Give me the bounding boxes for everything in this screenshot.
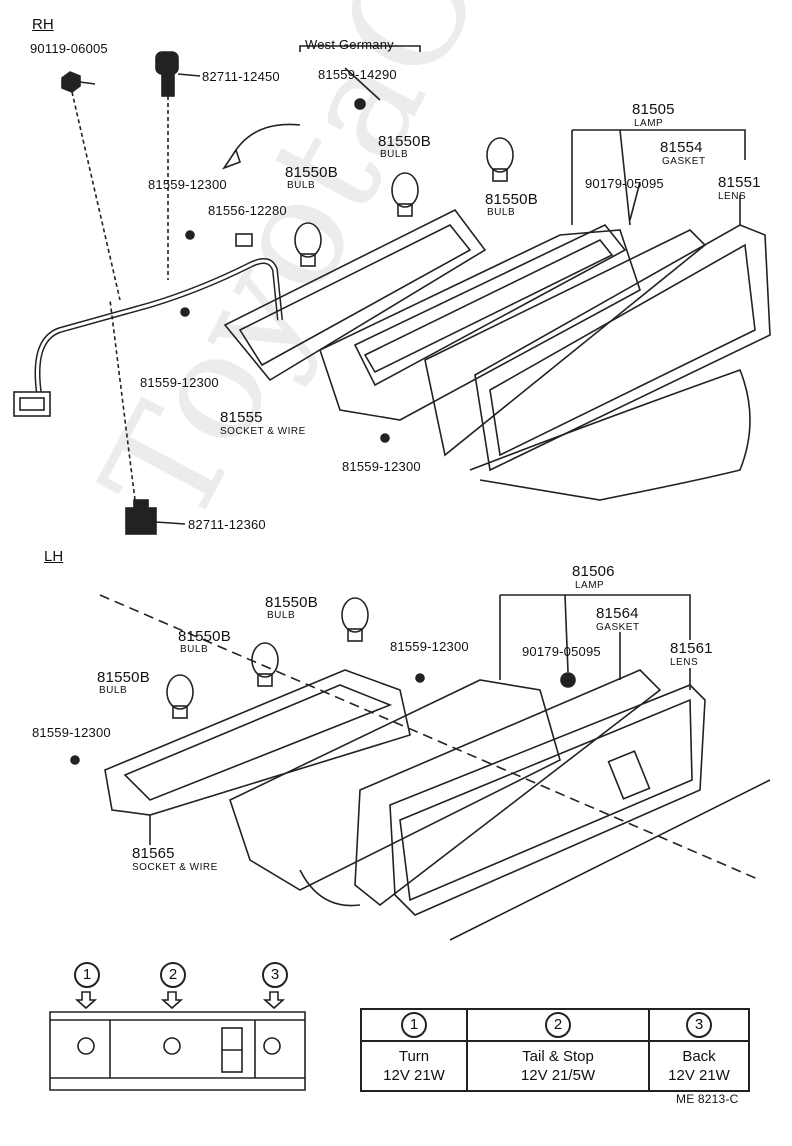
part-no-bulb: 81550B [285,164,338,181]
clip-icon [235,233,253,247]
socket-icon [155,51,179,97]
part-no-bulb: 81550B [265,594,318,611]
screw-icon [354,98,366,110]
screw-icon [415,673,425,683]
part-name-lens: LENS [670,657,699,668]
screw-icon [380,433,390,443]
figure-code: ME 8213-C [676,1092,739,1106]
part-name-bulb: BULB [487,207,516,218]
part-name-lamp: LAMP [634,118,664,129]
socket-plate [223,208,487,382]
part-no-lamp: 81506 [572,563,615,580]
part-no-nut: 90179-05095 [522,644,601,659]
bulb-icon [294,222,322,267]
part-no-screw: 81559-12300 [390,639,469,654]
part-no-screw: 81559-12300 [148,177,227,192]
part-name-socket-wire: SOCKET & WIRE [220,426,306,437]
part-name-gasket: GASKET [596,622,640,633]
part-no-nut: 90179-05095 [585,176,664,191]
nut-icon [560,672,576,688]
callout-3: 3 [260,962,290,988]
screw-icon [61,71,96,93]
part-no-lamp: 81505 [632,101,675,118]
lens [389,684,706,916]
part-no-screw: 81559-14290 [318,67,397,82]
bulb-icon [251,642,279,687]
section-lh: LH [44,548,64,565]
part-name-bulb: BULB [267,610,296,621]
lamp-housing [229,679,561,891]
part-no-bulb: 81550B [485,191,538,208]
part-no-bulb: 81550B [97,669,150,686]
socket-icon [125,499,157,535]
bulb-icon [166,674,194,719]
part-no-socket: 82711-12360 [188,517,266,532]
part-no-socket-wire: 81565 [132,845,175,862]
part-no-screw: 81559-12300 [342,459,421,474]
socket-plate [104,669,411,816]
arrow-down-icon [74,991,286,1010]
part-name-bulb: BULB [99,685,128,696]
part-name-socket-wire: SOCKET & WIRE [132,862,218,873]
lamp-housing [319,229,641,421]
body-outline [449,779,771,941]
part-no-screw: 81559-12300 [140,375,219,390]
note-west-germany: West Germany [305,37,394,52]
bulb-icon [341,597,369,642]
part-name-bulb: BULB [380,149,409,160]
gasket [354,669,662,907]
table-cell: 2 [466,1008,650,1042]
screw-icon [185,230,195,240]
callout-1: 1 [72,962,102,988]
table-cell: 1 [360,1008,468,1042]
table-row: 1 2 3 [360,1008,750,1042]
body-outline [99,594,761,881]
part-no-screw: 90119-06005 [30,41,108,56]
leader-line [71,91,121,301]
callout-2: 2 [158,962,188,988]
part-no-socket: 82711-12450 [202,69,280,84]
bulb-icon [391,172,419,217]
gasket [353,224,627,387]
body-outline [469,368,751,501]
part-name-bulb: BULB [287,180,316,191]
part-no-bulb: 81550B [178,628,231,645]
part-no-clip: 81556-12280 [208,203,287,218]
part-no-bulb: 81550B [378,133,431,150]
lens [474,224,771,472]
section-rh: RH [32,16,54,33]
part-no-lens: 81561 [670,640,713,657]
lamp-body [424,229,707,457]
part-name-gasket: GASKET [662,156,706,167]
part-name-lamp: LAMP [575,580,605,591]
part-no-gasket: 81564 [596,605,639,622]
part-name-lens: LENS [718,191,747,202]
bulb-icon [486,137,514,182]
screw-icon [180,307,190,317]
part-no-socket-wire: 81555 [220,409,263,426]
screw-icon [70,755,80,765]
direction-arrow [229,123,301,161]
legend-lamp [49,1011,306,1091]
table-cell: 3 [648,1008,750,1042]
part-name-bulb: BULB [180,644,209,655]
part-no-gasket: 81554 [660,139,703,156]
part-no-screw: 81559-12300 [32,725,111,740]
part-no-lens: 81551 [718,174,761,191]
